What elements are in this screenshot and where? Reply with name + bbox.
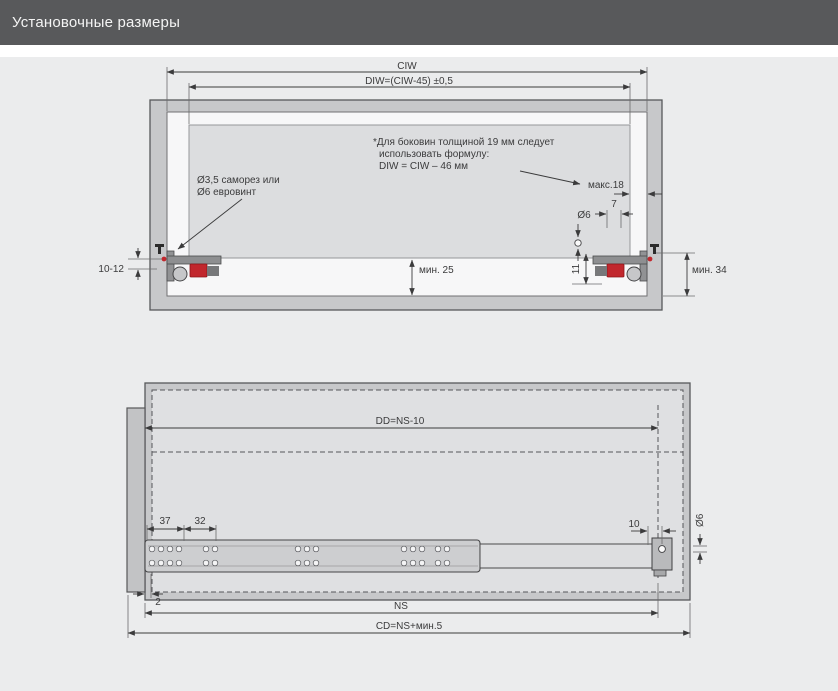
note-line-2: использовать формулу:	[379, 148, 489, 160]
dim-max18-label: макс.18	[588, 180, 624, 191]
side-view-diagram: DD=NS-10	[126, 382, 707, 638]
dim-ns-label: NS	[394, 601, 408, 612]
rear-bracket-foot	[653, 569, 667, 577]
dim-11: 11	[571, 253, 602, 285]
dim-ns: NS	[144, 583, 659, 618]
note-line-1: *Для боковин толщиной 19 мм следует	[373, 136, 555, 148]
dim-2-label: 2	[155, 597, 161, 608]
dim-dia6-side-label: Ø6	[695, 513, 706, 527]
dim-min25-label: мин. 25	[419, 265, 454, 276]
dim-7: 7	[595, 199, 633, 228]
right-slide-assembly	[592, 244, 659, 282]
dim-10-12: 10-12	[98, 248, 166, 280]
header-bar: Установочные размеры	[0, 0, 838, 45]
screw-note: Ø3,5 саморез или Ø6 евровинт	[177, 175, 280, 250]
dim-10-label: 10	[628, 519, 640, 530]
wall-screw-icon	[155, 244, 164, 247]
slide-block	[207, 266, 219, 276]
dim-ciw-label: CIW	[397, 61, 417, 72]
dim-dd: DD=NS-10	[144, 416, 659, 431]
drawer-front-panel	[126, 407, 146, 593]
wall-screw-icon	[653, 247, 656, 254]
diagrams-canvas: CIW DIW=(CIW-45) ±0,5 *Для боковин толщи…	[98, 61, 727, 638]
red-fixing-dot	[161, 256, 167, 262]
mounting-hole	[574, 239, 582, 247]
slide-wheel	[172, 266, 188, 282]
dim-10-12-label: 10-12	[98, 264, 124, 275]
screw-note-line-2: Ø6 евровинт	[197, 187, 257, 198]
dim-dia6-label: Ø6	[577, 210, 591, 221]
dim-max18: макс.18	[588, 180, 662, 197]
leader-line	[519, 170, 581, 186]
dim-min25: мин. 25	[409, 259, 454, 296]
dim-10: 10	[628, 519, 676, 545]
dim-37-32: 37 32	[146, 516, 217, 541]
rail-holes	[148, 545, 451, 567]
drawer-back-panel	[188, 124, 631, 259]
front-view-diagram: CIW DIW=(CIW-45) ±0,5 *Для боковин толщи…	[98, 61, 727, 311]
dim-cd-label: CD=NS+мин.5	[376, 621, 443, 632]
dim-min34-label: мин. 34	[692, 265, 727, 276]
rail-body	[144, 539, 481, 573]
wall-screw-icon	[158, 247, 161, 254]
dim-dia6-front: Ø6	[574, 210, 591, 261]
dim-dd-label: DD=NS-10	[376, 416, 425, 427]
slide-rail	[166, 255, 222, 265]
dim-diw: DIW=(CIW-45) ±0,5	[188, 76, 631, 124]
red-fixing-dot	[647, 256, 653, 262]
note-line-3: DIW = CIW – 46 мм	[379, 161, 468, 172]
dim-2: 2	[133, 574, 163, 608]
leader-line	[177, 198, 243, 250]
rail-extension	[479, 543, 655, 569]
red-clip	[189, 263, 208, 278]
dim-7-label: 7	[611, 199, 617, 210]
dim-diw-label: DIW=(CIW-45) ±0,5	[365, 76, 453, 87]
dim-32-label: 32	[194, 516, 206, 527]
slide-wheel	[626, 266, 642, 282]
dim-min34: мин. 34	[654, 252, 727, 297]
content-area: CIW DIW=(CIW-45) ±0,5 *Для боковин толщи…	[0, 57, 838, 691]
dim-cd: CD=NS+мин.5	[127, 595, 691, 638]
dim-dia6-side: Ø6	[693, 513, 707, 564]
rear-bracket-hole	[658, 545, 666, 553]
screw-note-line-1: Ø3,5 саморез или	[197, 175, 280, 186]
drawer-slide-rail	[144, 537, 673, 577]
slide-bracket	[166, 250, 175, 282]
wall-screw-icon	[650, 244, 659, 247]
dim-37-label: 37	[159, 516, 171, 527]
slide-bracket	[639, 250, 648, 282]
drawer-outline-dashed	[151, 389, 684, 593]
red-clip	[606, 263, 625, 278]
left-slide-assembly	[155, 244, 222, 282]
dim-11-label: 11	[571, 263, 582, 274]
slide-rail	[592, 255, 648, 265]
formula-note: *Для боковин толщиной 19 мм следует испо…	[373, 136, 581, 186]
slide-block	[595, 266, 607, 276]
page-title: Установочные размеры	[12, 14, 181, 31]
dim-ciw: CIW	[166, 61, 648, 111]
